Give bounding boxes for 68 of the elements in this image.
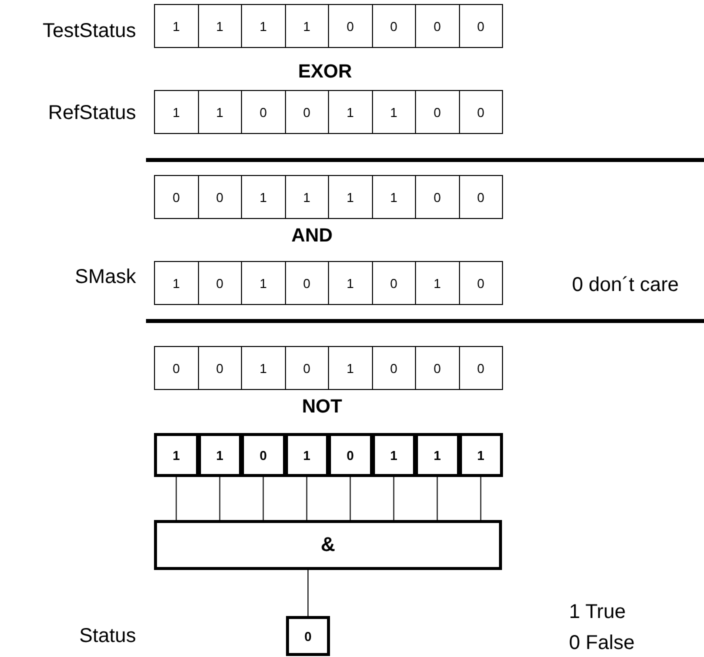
bit-cell: 1 [198, 433, 242, 477]
bit-cell: 1 [198, 4, 242, 48]
bit-cell: 0 [372, 346, 416, 390]
connector-line [262, 476, 264, 520]
legend-text: 0 False [569, 633, 635, 653]
bit-cell: 0 [415, 175, 460, 219]
bit-cell: 0 [458, 261, 503, 305]
bit-cell: 1 [372, 433, 416, 477]
bit-cell: 0 [415, 90, 460, 134]
operator-label: AND [291, 226, 333, 246]
bit-cell: 0 [284, 90, 329, 134]
bit-cell: 0 [284, 261, 329, 305]
note-text: 0 don´t care [572, 275, 679, 295]
gate-box: & [154, 520, 502, 570]
bit-cell: 0 [198, 261, 242, 305]
bit-cell: 0 [372, 261, 416, 305]
bit-cell: 0 [198, 346, 242, 390]
bit-cell: 0 [458, 175, 503, 219]
bit-cell: 0 [154, 175, 198, 219]
bit-cell: 1 [198, 90, 242, 134]
bit-cell: 0 [154, 346, 198, 390]
connector-line [306, 476, 308, 520]
bit-cell: 0 [458, 346, 503, 390]
operator-label: EXOR [298, 62, 352, 82]
bit-cell: 1 [154, 4, 198, 48]
bit-cell: 0 [286, 616, 330, 656]
operator-label: NOT [302, 398, 342, 416]
bit-cell: 1 [372, 90, 416, 134]
connector-line [393, 476, 394, 520]
bit-cell: 0 [328, 4, 372, 48]
connector-line [176, 476, 177, 520]
connector-line [350, 476, 351, 520]
bit-cell: 1 [154, 433, 198, 477]
bit-cell: 1 [241, 175, 286, 219]
connector-line [480, 476, 482, 520]
bit-cell: 0 [284, 346, 329, 390]
bit-cell: 0 [241, 90, 286, 134]
bit-cell: 0 [198, 175, 242, 219]
bit-cell: 0 [458, 90, 503, 134]
row-label: RefStatus [48, 103, 136, 123]
row-label: Status [79, 626, 136, 646]
bit-cell: 1 [328, 261, 372, 305]
bit-cell: 1 [415, 433, 460, 477]
bit-cell: 1 [284, 4, 329, 48]
bit-cell: 0 [328, 433, 372, 477]
row-label: SMask [74, 267, 136, 287]
legend-text: 1 True [569, 602, 626, 622]
bit-cell: 1 [241, 346, 286, 390]
bit-cell: 1 [458, 433, 503, 477]
bit-cell: 0 [415, 346, 460, 390]
bit-cell: 0 [415, 4, 460, 48]
bit-cell: 1 [284, 175, 329, 219]
bit-cell: 1 [241, 261, 286, 305]
row-label: TestStatus [42, 21, 136, 41]
bit-cell: 1 [328, 175, 372, 219]
bit-cell: 1 [284, 433, 329, 477]
bit-cell: 1 [328, 346, 372, 390]
bit-cell: 1 [241, 4, 286, 48]
bit-cell: 1 [328, 90, 372, 134]
bit-cell: 0 [372, 4, 416, 48]
connector-line [436, 476, 438, 520]
bit-cell: 1 [372, 175, 416, 219]
bit-cell: 1 [154, 90, 198, 134]
bit-cell: 0 [458, 4, 503, 48]
bit-cell: 1 [154, 261, 198, 305]
bit-cell: 1 [415, 261, 460, 305]
bit-cell: 0 [241, 433, 286, 477]
connector-line [219, 476, 220, 520]
